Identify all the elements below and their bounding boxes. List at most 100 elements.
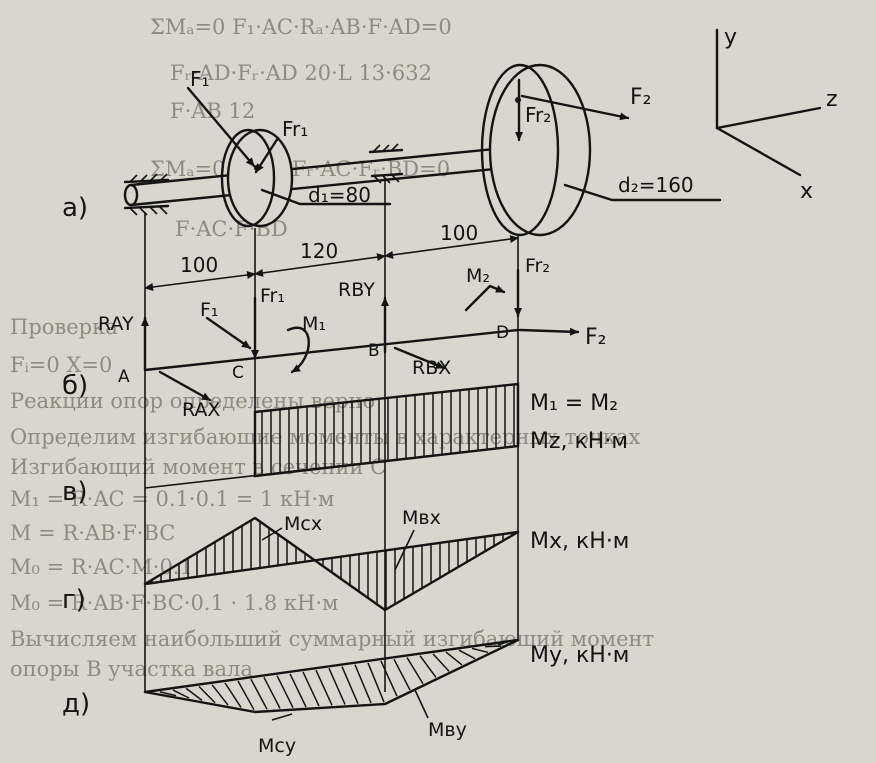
bg-line: F·AB 12	[170, 99, 255, 123]
label-fr1: Fr₁	[282, 117, 308, 141]
background-text: ΣMₐ=0 F₁·AC·Rₐ·AB·F·AD=0 Fᵣ·AD·Fᵣ·AD 20·…	[10, 15, 654, 681]
label-m2: M₂	[466, 265, 490, 287]
hatch-line	[393, 658, 411, 691]
label-mz: Mz, кН·м	[530, 429, 628, 454]
shaft-isometric: F₁ Fr₁ Fr₂ F₂ d₁=80 d₂=160 а)	[62, 63, 722, 237]
hatch-line	[328, 668, 346, 705]
label-f2-b: F₂	[585, 325, 606, 350]
section-label-a: а)	[62, 193, 88, 223]
hatch-line	[211, 684, 229, 706]
hatch-line	[419, 655, 437, 678]
hatch-line	[445, 651, 463, 666]
bg-line: M = R·AB·F·BC	[10, 521, 175, 545]
hatch-line	[224, 682, 242, 708]
bg-line: ΣMₐ=0 F₁·AC·Rₐ·AB·F·AD=0	[150, 15, 452, 39]
label-f1: F₁	[190, 67, 210, 91]
label-ray: RAY	[98, 313, 134, 335]
hatch-line	[250, 678, 268, 710]
label-rby: RBY	[338, 279, 375, 301]
point-c: C	[232, 363, 244, 383]
axis-x-label: x	[800, 179, 813, 204]
arrow-f2-b	[518, 327, 580, 336]
bg-line: опоры В участка вала	[10, 657, 253, 681]
hatch-line	[471, 647, 489, 654]
arrow-rbx	[393, 346, 446, 370]
hatch-line	[367, 662, 385, 703]
bending-diagram-mx: Mcx Mвx Mx, кН·м г)	[62, 507, 629, 615]
hatch-line	[406, 657, 424, 685]
d2-leader	[563, 183, 722, 202]
bending-diagram-my: Mcy Mвy My, кН·м д)	[62, 638, 629, 757]
label-my: My, кН·м	[530, 643, 629, 668]
bg-line: M₀ = R·AC·M·0.1	[10, 555, 193, 579]
section-label-g: г)	[62, 585, 86, 615]
bg-line: Fᵣ·AD·Fᵣ·AD 20·L 13·632	[170, 61, 432, 85]
hatch-line	[432, 653, 450, 672]
label-mx: Mx, кН·м	[530, 529, 629, 554]
label-fr2-b: Fr₂	[525, 255, 550, 277]
section-label-v: в)	[62, 477, 87, 507]
label-mby: Mвy	[428, 719, 467, 741]
hatch-line	[380, 660, 398, 697]
label-m1: M₁	[302, 313, 326, 335]
torque-diagram-mz: M₁ = M₂ Mz, кН·м в)	[62, 382, 628, 507]
label-fr2-top: Fr₂	[525, 103, 551, 127]
label-rax: RAX	[182, 399, 220, 421]
label-mbx: Mвx	[402, 507, 441, 529]
dimension-lines: 100 120 100	[144, 221, 519, 291]
shaft-bottom-edge	[129, 165, 517, 207]
dim-120: 120	[300, 239, 338, 263]
beam-axis	[143, 328, 520, 372]
hatch-line	[263, 677, 281, 709]
point-d: D	[496, 323, 509, 343]
bg-line: M₁ = R·AC = 0.1·0.1 = 1 кН·м	[10, 487, 334, 511]
arrow-f1	[186, 86, 256, 168]
hatch-line	[458, 649, 476, 660]
hatch-line	[198, 685, 216, 704]
section-label-b: б)	[62, 371, 88, 401]
bg-line: Fᵢ=0 X=0	[10, 353, 112, 377]
label-m1-eq-m2: M₁ = M₂	[530, 391, 618, 416]
hatch-line	[341, 666, 359, 704]
bg-line: Вычисляем наибольший суммарный изгибающи…	[10, 627, 654, 651]
label-d2: d₂=160	[618, 173, 694, 197]
arrow-f1-b	[205, 316, 252, 350]
bg-line: Реакции опор определены верно	[10, 389, 375, 413]
label-f2-top: F₂	[630, 85, 651, 110]
axis-y-label: y	[724, 25, 737, 50]
shaft-top-edge	[129, 145, 517, 187]
label-fr1-b: Fr₁	[260, 285, 285, 307]
hatch-line	[302, 671, 320, 707]
section-label-d: д)	[62, 689, 90, 719]
hatch-line	[315, 669, 333, 706]
hatch-line	[185, 687, 203, 701]
bg-line: M₀ = R·AB·F·BC·0.1 · 1.8 кН·м	[10, 591, 338, 615]
gear-1	[220, 128, 294, 228]
hatch-line	[289, 673, 307, 708]
hatch-line	[172, 689, 190, 699]
hatch-line	[354, 664, 372, 704]
left-bearing	[123, 173, 170, 216]
label-mcx: Mcx	[284, 513, 322, 535]
label-d1: d₁=80	[308, 183, 371, 207]
arrow-f2	[520, 94, 630, 121]
hatch-line	[276, 675, 294, 708]
point-b: B	[368, 341, 380, 361]
label-f1-b: F₁	[200, 299, 219, 321]
arrow-fr1	[254, 136, 280, 174]
hatch-line	[497, 639, 515, 646]
hatch-line	[159, 691, 177, 697]
dim-100-left: 100	[180, 253, 218, 277]
label-mcy: Mcy	[258, 735, 296, 757]
axis-z-label: z	[826, 87, 838, 112]
bg-line: Проверка	[10, 315, 118, 339]
coordinate-axes: y z x	[715, 25, 838, 204]
gear-2	[480, 63, 592, 237]
d1-leader	[260, 188, 392, 206]
label-rbx: RBX	[412, 357, 451, 379]
dim-100-right: 100	[440, 221, 478, 245]
hatch-line	[237, 680, 255, 711]
arrow-rax	[158, 370, 212, 402]
